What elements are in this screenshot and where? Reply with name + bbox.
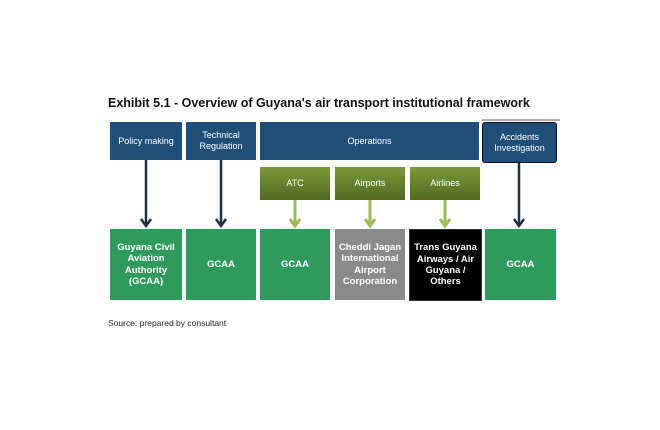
operations-box: Operations — [260, 122, 479, 160]
cheddi-jagan-box: Cheddi Jagan International Airport Corpo… — [335, 229, 405, 300]
accidents-investigation-box: Accidents Investigation — [482, 122, 557, 163]
technical-regulation-box: Technical Regulation — [186, 122, 256, 160]
gcaa-accidents-box: GCAA — [485, 229, 556, 300]
gcaa-full-box: Guyana Civil Aviation Authority (GCAA) — [110, 229, 182, 300]
exhibit-title: Exhibit 5.1 - Overview of Guyana's air t… — [108, 96, 530, 110]
atc-box: ATC — [260, 167, 330, 200]
gcaa-technical-box: GCAA — [186, 229, 256, 300]
trans-guyana-box: Trans Guyana Airways / Air Guyana / Othe… — [409, 229, 482, 301]
source-note: Source: prepared by consultant — [108, 318, 227, 328]
airports-box: Airports — [335, 167, 405, 200]
policy-making-box: Policy making — [110, 122, 182, 160]
airlines-box: Airlines — [410, 167, 480, 200]
gcaa-atc-box: GCAA — [260, 229, 330, 300]
